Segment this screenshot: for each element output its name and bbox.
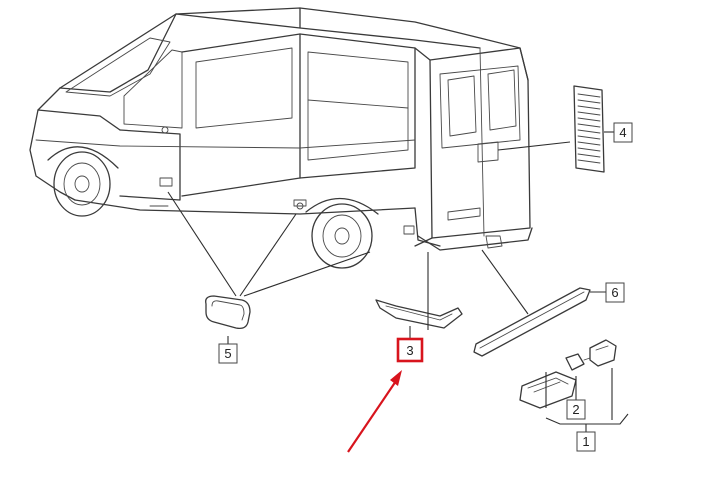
callout-1[interactable]: 1 — [576, 431, 596, 452]
leader-lines — [167, 131, 629, 432]
part-2-illustration — [565, 353, 591, 371]
van-illustration — [29, 7, 533, 269]
callout-6[interactable]: 6 — [605, 282, 625, 303]
callout-2[interactable]: 2 — [566, 399, 586, 420]
callout-label: 5 — [224, 346, 231, 361]
callout-label: 4 — [619, 125, 626, 140]
callout-label: 1 — [582, 434, 589, 449]
part-3-illustration — [375, 299, 463, 329]
callout-4[interactable]: 4 — [613, 122, 633, 143]
part-1-illustration — [519, 371, 577, 409]
callout-5[interactable]: 5 — [218, 343, 238, 364]
part-6-illustration — [473, 287, 591, 357]
callout-label: 3 — [406, 343, 413, 358]
part-4-illustration — [573, 85, 605, 173]
part-5-illustration — [205, 295, 251, 330]
callout-3[interactable]: 3 — [396, 337, 424, 363]
callout-label: 6 — [611, 285, 618, 300]
callout-label: 2 — [572, 402, 579, 417]
highlight-arrow — [347, 370, 402, 453]
socket-illustration — [589, 339, 617, 367]
